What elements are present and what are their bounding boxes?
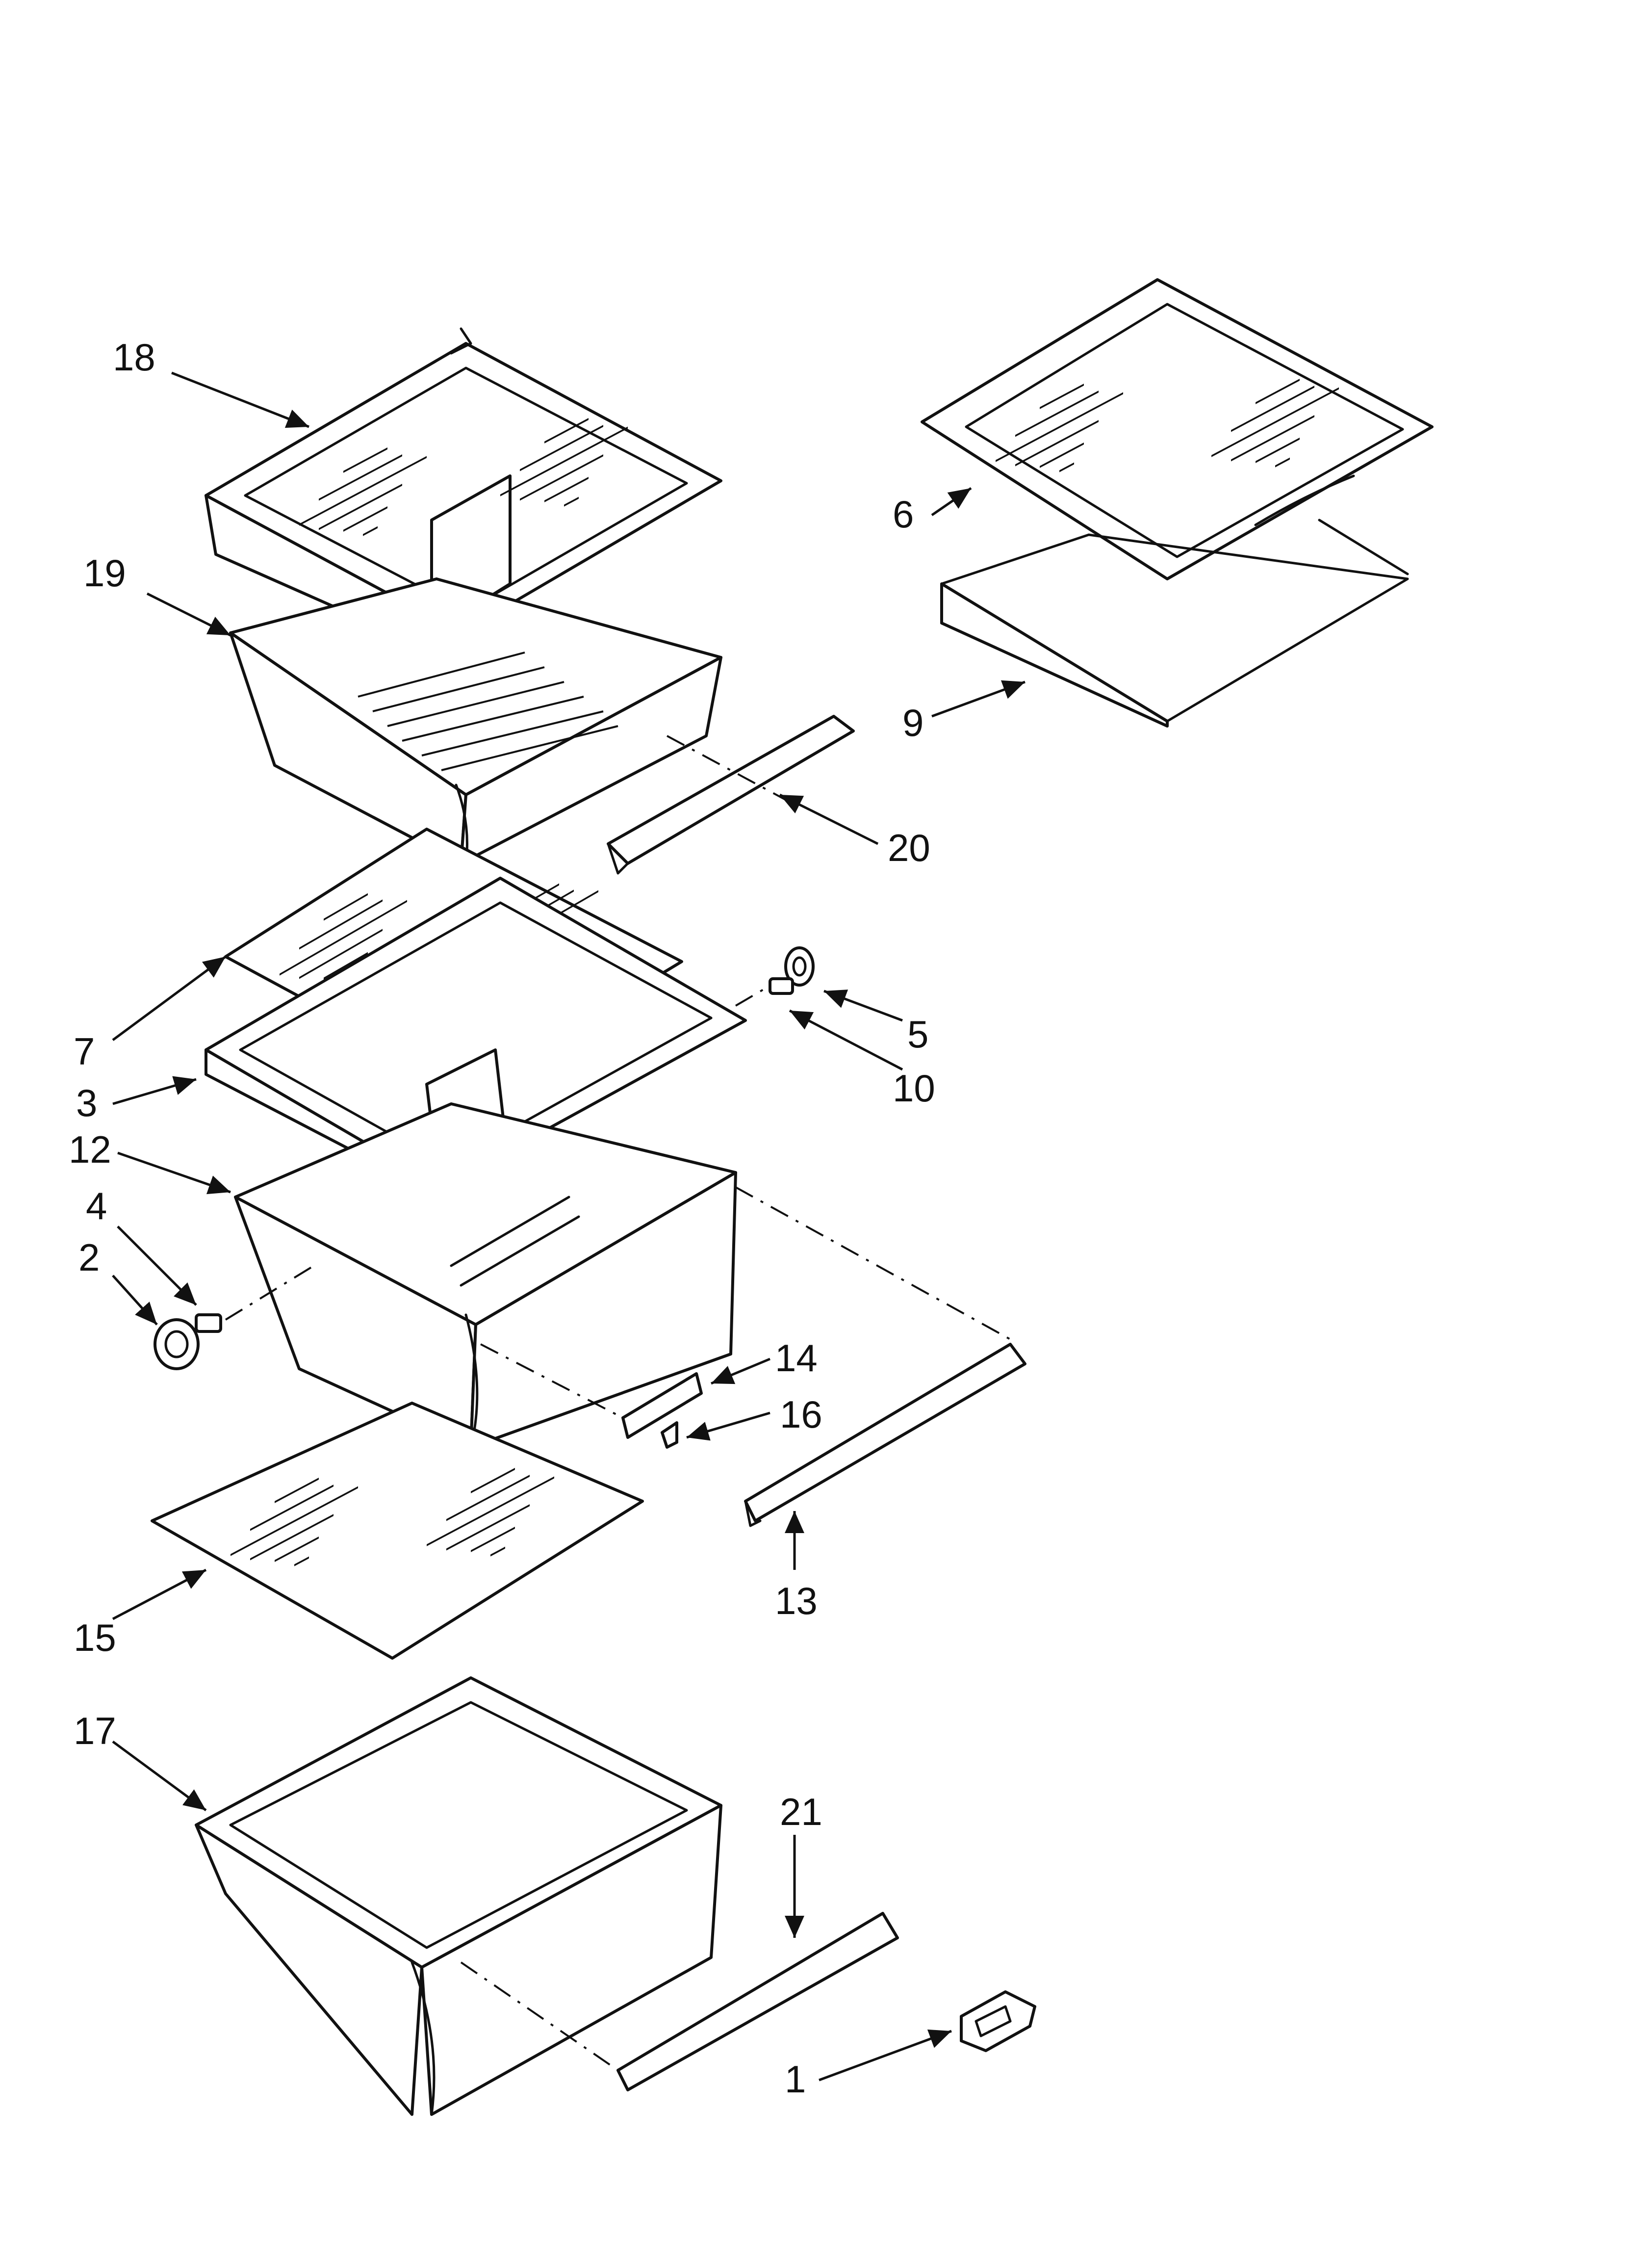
callout-labels: 18 19 6 9 20 7 3 5 10 12 4 2 14 16 13 15… xyxy=(69,336,935,2101)
part-6-shelf-frame xyxy=(921,278,1434,580)
part-20-trim xyxy=(607,715,855,875)
dash-line-14 xyxy=(480,1343,623,1419)
part-16-slide-clip xyxy=(661,1421,678,1449)
dash-line-4 xyxy=(225,1265,315,1321)
part-13-trim xyxy=(744,1343,1026,1527)
callout-19: 19 xyxy=(83,551,126,595)
callout-3: 3 xyxy=(76,1081,97,1124)
callout-4: 4 xyxy=(86,1184,107,1227)
callout-16: 16 xyxy=(780,1393,822,1436)
callout-17: 17 xyxy=(74,1709,116,1752)
part-5-wheel xyxy=(784,946,815,987)
callout-1: 1 xyxy=(785,2058,806,2101)
dash-line-21 xyxy=(460,1961,619,2071)
part-17-crisper-pan xyxy=(195,1676,722,2116)
part-14-humidity-slide xyxy=(621,1372,703,1439)
dash-line-20 xyxy=(667,735,795,806)
part-15-glass-panel xyxy=(151,1402,644,1660)
callout-21: 21 xyxy=(780,1790,822,1833)
part-10-screw xyxy=(769,977,794,995)
callout-20: 20 xyxy=(888,826,930,869)
callout-7: 7 xyxy=(74,1030,95,1073)
part-1-clip xyxy=(960,1990,1036,2052)
callout-5: 5 xyxy=(907,1013,928,1056)
dash-line-13 xyxy=(735,1186,1011,1340)
callout-2: 2 xyxy=(78,1236,100,1279)
callout-9: 9 xyxy=(902,701,924,744)
part-12-crisper-pan xyxy=(234,1102,737,1449)
part-9-shelf-support xyxy=(940,519,1409,728)
callout-13: 13 xyxy=(775,1579,818,1622)
callout-15: 15 xyxy=(74,1616,116,1659)
dash-line-10 xyxy=(735,986,769,1007)
part-19-crisper-pan xyxy=(229,577,722,865)
part-4-axle xyxy=(195,1313,222,1333)
callout-6: 6 xyxy=(893,493,914,536)
callout-14: 14 xyxy=(775,1336,818,1380)
callout-18: 18 xyxy=(113,336,155,379)
part-21-trim xyxy=(616,1912,899,2091)
callout-10: 10 xyxy=(893,1067,935,1110)
leader-lines xyxy=(112,371,1026,2082)
part-2-wheel xyxy=(154,1318,200,1370)
callout-12: 12 xyxy=(69,1128,111,1171)
